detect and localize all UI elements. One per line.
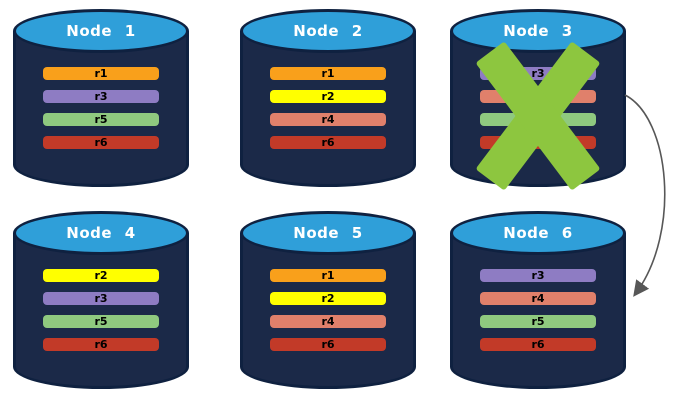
replica-label: r6	[321, 338, 335, 351]
replica-bar: r5	[479, 315, 597, 328]
replica-label: r1	[94, 67, 108, 80]
node-title: Node 3	[503, 22, 573, 40]
replica-bar: r3	[479, 269, 597, 282]
replica-bar: r3	[42, 292, 160, 305]
failure-x-icon	[475, 41, 601, 191]
replica-list: r2 r3 r5 r6	[42, 269, 160, 361]
replica-bar: r4	[269, 315, 387, 328]
replica-bar: r1	[269, 67, 387, 80]
node-6: Node 6 r3 r4 r5 r6	[450, 211, 626, 389]
replica-label: r5	[94, 315, 108, 328]
node-4: Node 4 r2 r3 r5 r6	[13, 211, 189, 389]
replica-bar: r2	[269, 292, 387, 305]
node-header: Node 3	[450, 9, 626, 53]
replica-bar: r5	[42, 315, 160, 328]
replica-label: r4	[321, 315, 335, 328]
replica-bar: r4	[269, 113, 387, 126]
node-title: Node 5	[293, 224, 363, 242]
replica-label: r6	[94, 136, 108, 149]
replica-label: r3	[94, 90, 108, 103]
replica-label: r2	[321, 292, 335, 305]
replica-bar: r5	[42, 113, 160, 126]
replica-label: r4	[531, 292, 545, 305]
replica-list: r3 r4 r5 r6	[479, 269, 597, 361]
replica-label: r3	[531, 269, 545, 282]
node-1: Node 1 r1 r3 r5 r6	[13, 9, 189, 187]
replica-bar: r1	[42, 67, 160, 80]
replica-label: r3	[94, 292, 108, 305]
replica-bar: r2	[42, 269, 160, 282]
node-header: Node 6	[450, 211, 626, 255]
replica-bar: r3	[42, 90, 160, 103]
node-title: Node 2	[293, 22, 363, 40]
node-header: Node 2	[240, 9, 416, 53]
replica-list: r1 r2 r4 r6	[269, 67, 387, 159]
replica-list: r1 r2 r4 r6	[269, 269, 387, 361]
replica-label: r6	[321, 136, 335, 149]
replica-list: r1 r3 r5 r6	[42, 67, 160, 159]
replica-bar: r2	[269, 90, 387, 103]
node-5: Node 5 r1 r2 r4 r6	[240, 211, 416, 389]
replica-bar: r6	[479, 338, 597, 351]
replica-label: r2	[94, 269, 108, 282]
node-2: Node 2 r1 r2 r4 r6	[240, 9, 416, 187]
replica-bar: r6	[269, 338, 387, 351]
arrow-curve	[624, 94, 666, 297]
replica-bar: r6	[42, 338, 160, 351]
replica-label: r5	[531, 315, 545, 328]
replica-label: r1	[321, 67, 335, 80]
replica-bar: r4	[479, 292, 597, 305]
replica-label: r2	[321, 90, 335, 103]
node-title: Node 6	[503, 224, 573, 242]
node-title: Node 1	[66, 22, 136, 40]
replica-label: r6	[94, 338, 108, 351]
node-title: Node 4	[66, 224, 136, 242]
node-header: Node 1	[13, 9, 189, 53]
node-header: Node 5	[240, 211, 416, 255]
node-header: Node 4	[13, 211, 189, 255]
replica-bar: r6	[42, 136, 160, 149]
replica-label: r3	[531, 67, 545, 80]
replica-label: r6	[531, 338, 545, 351]
replica-bar: r1	[269, 269, 387, 282]
replica-label: r5	[94, 113, 108, 126]
replica-bar: r6	[269, 136, 387, 149]
replica-label: r1	[321, 269, 335, 282]
replica-label: r4	[321, 113, 335, 126]
